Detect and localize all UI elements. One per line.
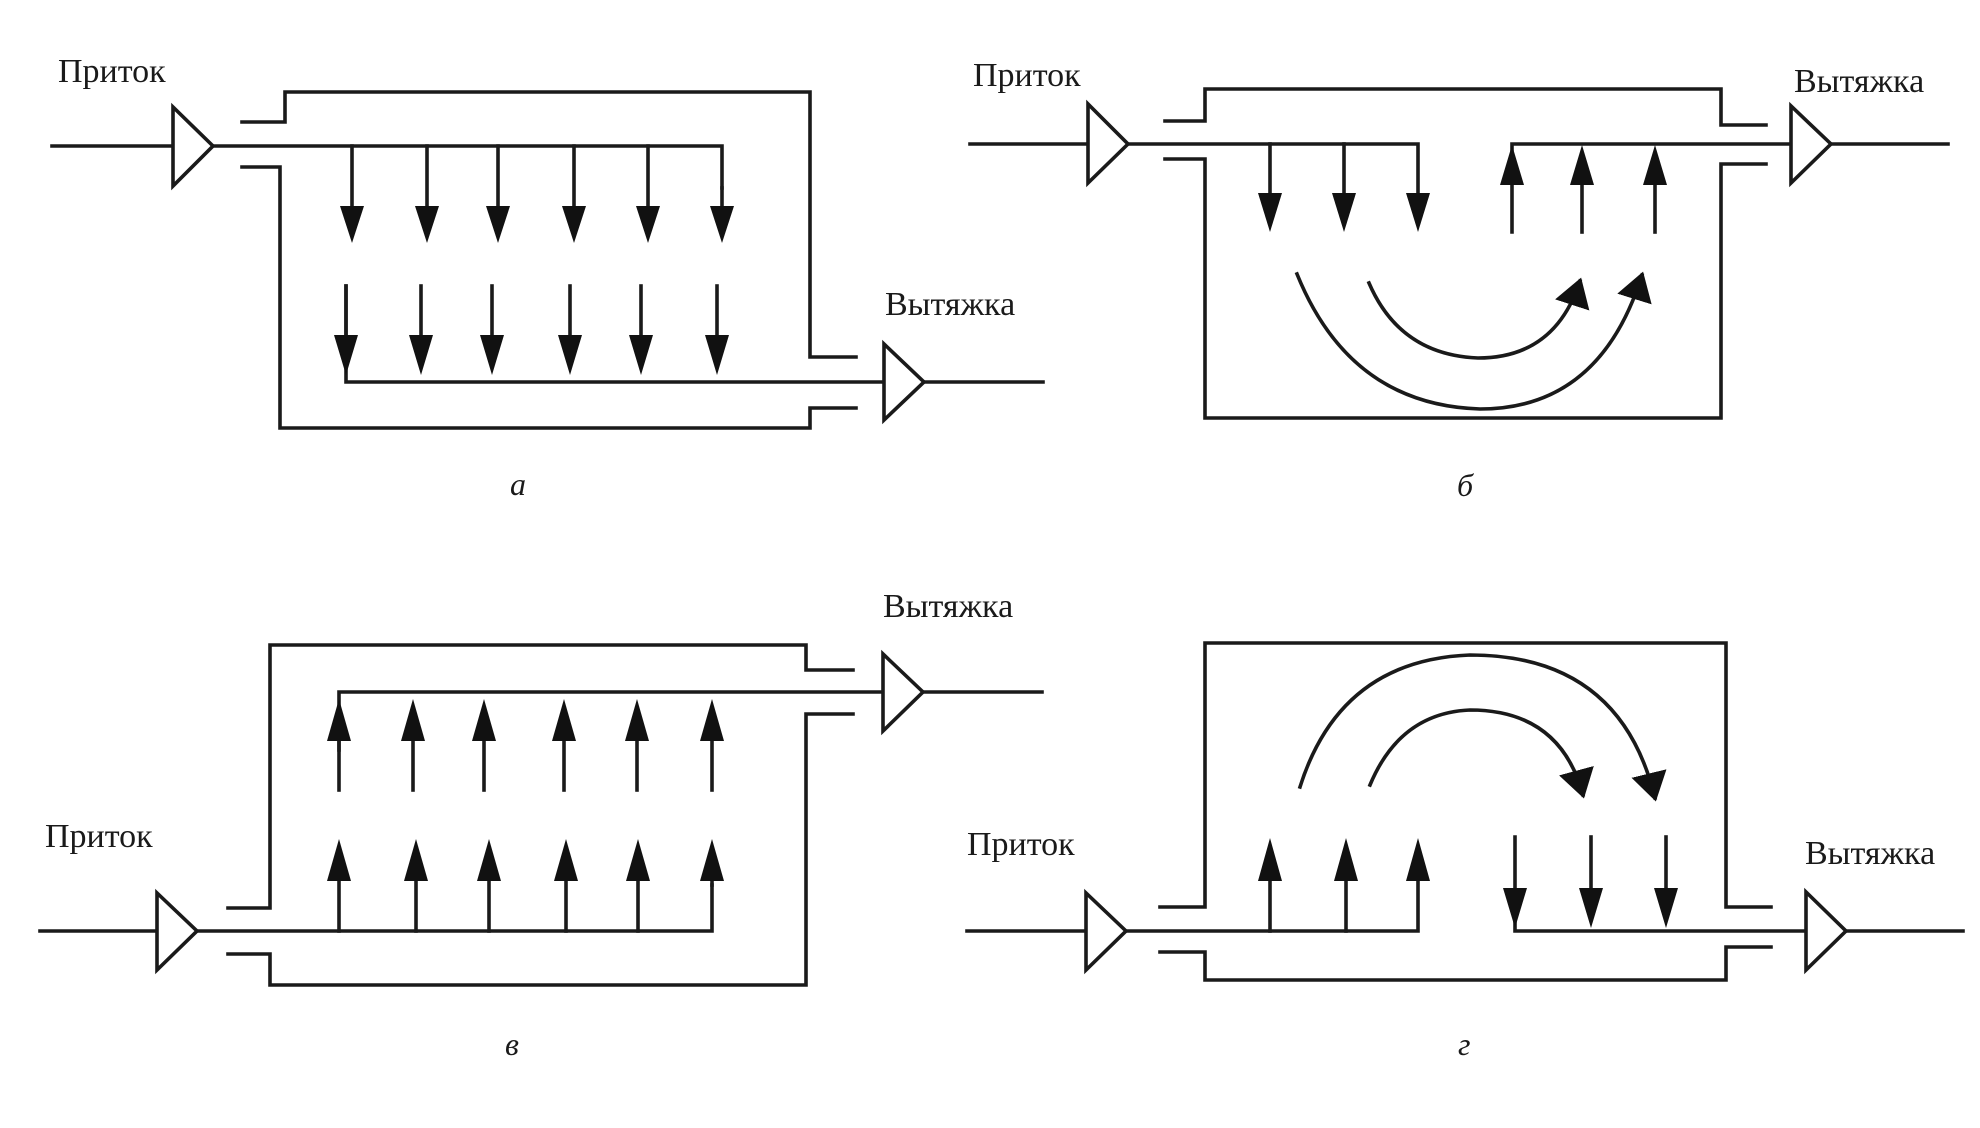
panel-b-room-top-wall — [1163, 87, 1768, 127]
panel-a-inflow-label: Приток — [58, 53, 166, 90]
panel-a-exhaust-label: Вытяжка — [885, 286, 1015, 323]
panel-g-circulation-inner-arrow — [1367, 708, 1594, 799]
panel-v-supply-duct — [195, 883, 714, 933]
panel-a-exhaust-fan-icon — [882, 339, 927, 425]
panel-b-supply-fan-icon — [1086, 99, 1131, 188]
panel-v: Приток Вытяжка в — [38, 588, 1044, 1062]
panel-b-caption: б — [1457, 467, 1474, 503]
panel-b: Приток Вытяжка б — [968, 57, 1950, 503]
panel-g-exhaust-label: Вытяжка — [1805, 835, 1935, 872]
panel-v-room-bottom-wall — [226, 712, 855, 987]
panel-g-supply-duct — [1124, 876, 1420, 933]
panel-a-supply-arrows — [340, 144, 734, 243]
panel-g-circulation-outer-arrow — [1297, 653, 1667, 802]
panel-a-supply-fan-icon — [171, 102, 216, 191]
panel-v-inflow-label: Приток — [45, 818, 153, 855]
panel-g-supply-fan-icon — [1084, 888, 1129, 975]
panel-v-room-top-wall — [226, 643, 855, 910]
panel-b-exhaust-fan-icon — [1789, 101, 1834, 188]
panel-g-room-bottom-wall — [1158, 945, 1773, 982]
panel-v-supply-fan-icon — [155, 888, 200, 975]
panel-g-caption: г — [1458, 1026, 1470, 1062]
panel-a-exhaust-duct — [344, 284, 886, 384]
panel-b-exhaust-label: Вытяжка — [1794, 63, 1924, 100]
panel-g-inflow-label: Приток — [967, 826, 1075, 863]
panel-v-exhaust-arrows — [327, 699, 724, 792]
panel-a: Приток Вытяжка а — [50, 53, 1045, 502]
panel-v-caption: в — [505, 1026, 519, 1062]
panel-a-exhaust-arrows — [334, 284, 729, 375]
panel-g: Приток Вытяжка г — [965, 641, 1965, 1062]
panel-v-exhaust-label: Вытяжка — [883, 588, 1013, 625]
panel-b-circulation-outer-arrow — [1294, 271, 1652, 411]
panel-g-exhaust-fan-icon — [1804, 887, 1849, 975]
panel-b-inflow-label: Приток — [973, 57, 1081, 94]
panel-b-supply-duct — [1126, 142, 1420, 197]
panel-b-exhaust-arrows — [1500, 145, 1667, 234]
panel-v-supply-arrows — [327, 839, 724, 933]
panel-b-supply-arrows — [1258, 142, 1430, 232]
panel-v-exhaust-fan-icon — [881, 649, 926, 736]
panel-a-supply-duct — [211, 144, 724, 190]
panel-g-supply-arrows — [1258, 838, 1430, 933]
panel-a-room-top-wall — [240, 90, 858, 359]
panel-g-room-top-wall — [1158, 641, 1773, 909]
panel-b-room-bottom-wall — [1163, 157, 1768, 420]
panel-b-circulation-inner-arrow — [1366, 277, 1590, 360]
panel-g-exhaust-duct — [1513, 835, 1808, 933]
panel-b-exhaust-duct — [1510, 142, 1793, 234]
panel-a-room-bottom-wall — [240, 165, 858, 430]
panel-a-caption: а — [510, 466, 526, 502]
panel-v-exhaust-duct — [337, 690, 885, 752]
panel-g-exhaust-arrows — [1503, 835, 1678, 928]
